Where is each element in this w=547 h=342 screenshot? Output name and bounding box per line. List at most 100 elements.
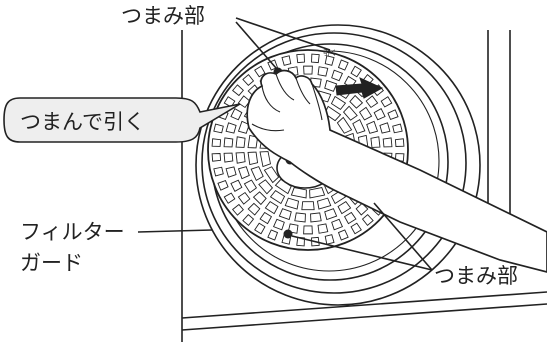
mesh-cell <box>365 95 379 109</box>
mesh-cell <box>324 55 335 66</box>
mesh-cell <box>310 212 322 223</box>
knob-dot-bottom <box>283 229 293 239</box>
mesh-cell <box>324 208 338 221</box>
leader-bottom-left <box>291 235 433 271</box>
mesh-cell <box>263 166 280 184</box>
mesh-cell <box>337 59 349 71</box>
mesh-cell <box>358 106 373 121</box>
mesh-cell <box>380 96 393 108</box>
filter-guard-label-line2: ガード <box>20 251 83 275</box>
mesh-cell <box>211 153 222 162</box>
mesh-cell <box>272 218 285 231</box>
leader-filter-guard <box>137 229 213 233</box>
mesh-cell <box>349 94 364 109</box>
filter-pull-marking: 引く <box>323 48 337 57</box>
leader-top-right <box>235 17 331 51</box>
mesh-cell <box>290 187 307 199</box>
mesh-cell <box>230 108 243 121</box>
mesh-cell <box>242 74 255 86</box>
mesh-cell <box>243 179 258 194</box>
mesh-cell <box>317 66 329 77</box>
mesh-cell <box>303 225 313 235</box>
pull-callout-text: つまんで引く <box>20 110 145 134</box>
mesh-cell <box>217 179 229 191</box>
mesh-cell <box>258 179 274 195</box>
mesh-cell <box>324 79 338 92</box>
mesh-cell <box>331 69 344 82</box>
filter-guard-label-line1: フィルター <box>20 220 125 244</box>
knob-label-top: つまみ部 <box>121 4 205 28</box>
mesh-cell <box>259 151 271 168</box>
mesh-cell <box>296 53 305 64</box>
mesh-cell <box>336 116 353 134</box>
mesh-cell <box>235 152 246 164</box>
mesh-cell <box>223 96 236 108</box>
mesh-cell <box>254 65 266 78</box>
mesh-cell <box>250 166 264 182</box>
leader-top-left <box>235 21 277 69</box>
pull-callout: つまんで引く <box>3 97 241 143</box>
mesh-cell <box>225 166 237 178</box>
leader-bottom-right <box>373 202 433 271</box>
mesh-cell <box>394 153 405 162</box>
mesh-cell <box>242 214 255 226</box>
mesh-cell <box>352 118 366 134</box>
mesh-cell <box>213 166 224 177</box>
mesh-cell <box>337 200 352 215</box>
mesh-cell <box>247 134 259 149</box>
mesh-cell <box>382 137 393 148</box>
mesh-cell <box>232 203 244 216</box>
mesh-cell <box>247 202 261 216</box>
mesh-cell <box>331 218 344 231</box>
mesh-cell <box>230 179 243 192</box>
mesh-cell <box>392 123 403 134</box>
mesh-cell <box>223 192 236 204</box>
mesh-cell <box>264 200 279 215</box>
mesh-cell <box>232 84 244 97</box>
mesh-cell <box>350 222 362 235</box>
knob-label-bottom: つまみ部 <box>434 264 518 288</box>
mesh-cell <box>350 65 362 78</box>
mesh-cell <box>254 222 266 235</box>
mesh-cell <box>379 122 391 134</box>
mesh-cell <box>311 53 320 64</box>
mesh-cell <box>235 136 246 148</box>
mesh-cell <box>370 136 381 148</box>
pull-direction-arrow <box>335 77 384 99</box>
mesh-cell <box>237 191 251 205</box>
mesh-cell <box>342 105 358 121</box>
mesh-cell <box>269 190 286 205</box>
mesh-cell <box>317 223 329 234</box>
mesh-cell <box>355 202 369 216</box>
mesh-cell <box>330 95 347 110</box>
hand-arm <box>246 69 547 273</box>
mesh-cell <box>211 138 222 147</box>
mesh-cell <box>337 229 349 241</box>
mesh-cell <box>303 65 313 75</box>
mesh-cell <box>252 191 267 206</box>
mesh-cell <box>387 109 399 121</box>
mesh-cell <box>223 137 234 148</box>
mesh-cell <box>284 197 300 210</box>
mesh-cell <box>361 214 374 226</box>
mesh-cell <box>267 229 279 241</box>
machine-body <box>181 30 547 342</box>
door-rings <box>195 24 481 306</box>
mesh-cell <box>213 123 224 134</box>
mesh-cell <box>278 208 292 221</box>
mesh-cell <box>324 105 342 122</box>
mesh-cell <box>316 197 332 210</box>
mesh-cell <box>225 122 237 134</box>
mesh-cell <box>247 151 259 166</box>
mesh-cell <box>366 120 379 134</box>
mesh-cell <box>373 108 386 121</box>
mesh-cell <box>259 211 273 225</box>
mesh-cell <box>301 201 315 211</box>
mesh-cell <box>394 138 405 147</box>
mesh-cell <box>309 187 326 199</box>
mesh-cell <box>294 212 306 223</box>
mesh-cell <box>281 55 292 66</box>
mesh-cell <box>343 211 357 225</box>
mesh-cell <box>223 152 234 163</box>
